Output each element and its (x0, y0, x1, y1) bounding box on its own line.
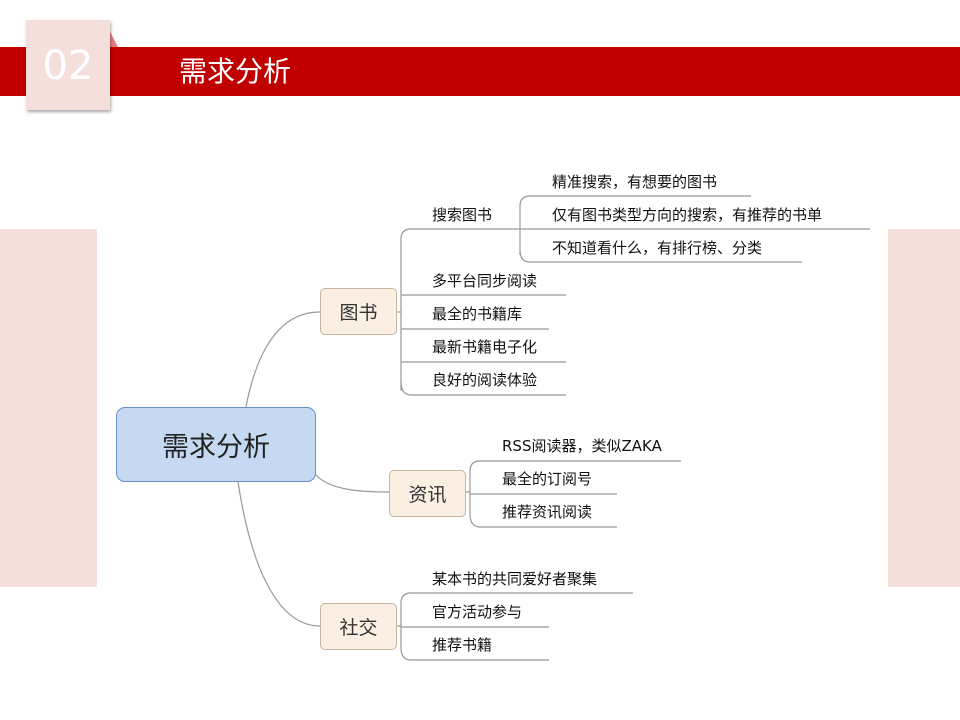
branch-news: 资讯 (389, 470, 466, 517)
connector-root-social (237, 481, 321, 627)
underline-recommend-books (400, 647, 549, 661)
header-banner (0, 47, 960, 96)
underline-precise-search (519, 195, 751, 207)
connector-books-items (397, 239, 402, 391)
leaf-multi-platform: 多平台同步阅读 (432, 272, 538, 290)
underline-search-books (400, 228, 520, 240)
leaf-digitize: 最新书籍电子化 (432, 338, 538, 356)
right-decor-block (888, 229, 960, 587)
underline-rss (469, 460, 681, 472)
leaf-recommend-news: 推荐资讯阅读 (502, 503, 593, 521)
connector-root-books (245, 311, 321, 408)
mindmap-root-node: 需求分析 (116, 407, 316, 482)
left-decor-block (0, 229, 97, 587)
leaf-recommend-books: 推荐书籍 (432, 636, 493, 654)
leaf-type-search: 仅有图书类型方向的搜索，有推荐的书单 (552, 206, 823, 224)
section-number: 02 (42, 43, 94, 89)
leaf-reading-exp: 良好的阅读体验 (432, 371, 538, 389)
leaf-full-library: 最全的书籍库 (432, 305, 523, 323)
leaf-rss: RSS阅读器，类似ZAKA (502, 437, 662, 455)
leaf-rankings: 不知道看什么，有排行榜、分类 (552, 239, 763, 257)
connector-news-items (466, 471, 471, 514)
branch-books: 图书 (320, 288, 397, 335)
leaf-search-books: 搜索图书 (432, 206, 493, 224)
connector-root-news (315, 474, 390, 493)
underline-recommend-news (469, 513, 617, 528)
underline-fans (400, 592, 633, 604)
underline-rankings (519, 249, 802, 263)
leaf-subscriptions: 最全的订阅号 (502, 470, 593, 488)
section-badge: 02 (26, 20, 110, 110)
leaf-events: 官方活动参与 (432, 603, 523, 621)
branch-social: 社交 (320, 603, 397, 650)
leaf-precise-search: 精准搜索，有想要的图书 (552, 173, 718, 191)
connector-social-items (397, 603, 402, 648)
page-title: 需求分析 (179, 55, 292, 88)
leaf-fans: 某本书的共同爱好者聚集 (432, 570, 598, 588)
underline-reading-exp (400, 380, 566, 396)
